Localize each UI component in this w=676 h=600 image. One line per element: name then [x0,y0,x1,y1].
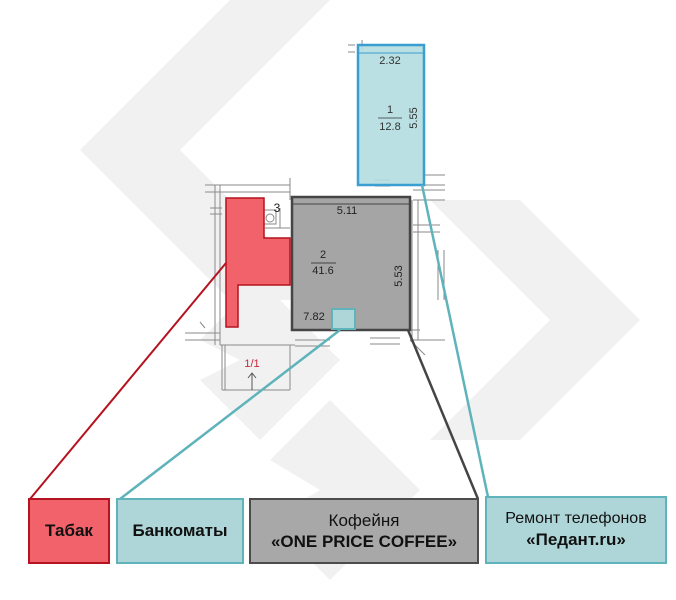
room-3-number: 3 [274,201,281,215]
leader-repair [420,184,490,498]
entrance-arrow-icon [247,372,257,390]
legend-repair-line2: «Педант.ru» [526,530,626,550]
leader-tabak [29,262,227,500]
entrance-room-label: 1/1 [244,358,259,370]
room-2-dim-bottom: 7.82 [303,311,324,323]
legend-tabak: Табак [28,498,110,564]
room-1-number: 1 [387,104,393,116]
tabak-area [225,197,291,328]
legend-coffee: Кофейня «ONE PRICE COFFEE» [249,498,479,564]
legend-atm-label: Банкоматы [132,521,228,541]
legend-atm: Банкоматы [116,498,244,564]
room-2-dim-top: 5.11 [337,205,358,217]
legend-repair-line1: Ремонт телефонов [505,510,647,528]
room-1-dim-side: 5.55 [408,107,420,128]
room-2-dim-side: 5.53 [393,265,405,286]
legend-tabak-label: Табак [45,521,93,541]
room-2-number: 2 [320,249,326,261]
legend-coffee-line1: Кофейня [328,510,400,530]
room-2-coffee [290,195,412,332]
leader-atm [119,329,341,500]
leader-coffee [406,329,480,500]
room-2-area: 41.6 [312,265,333,277]
room-1-dim-top: 2.32 [379,55,400,67]
legend-repair: Ремонт телефонов «Педант.ru» [485,496,667,564]
legend-coffee-line2: «ONE PRICE COFFEE» [270,532,458,551]
room-1-area: 12.8 [379,121,400,133]
atm-niche [331,308,356,330]
room-1-repair [356,43,426,187]
